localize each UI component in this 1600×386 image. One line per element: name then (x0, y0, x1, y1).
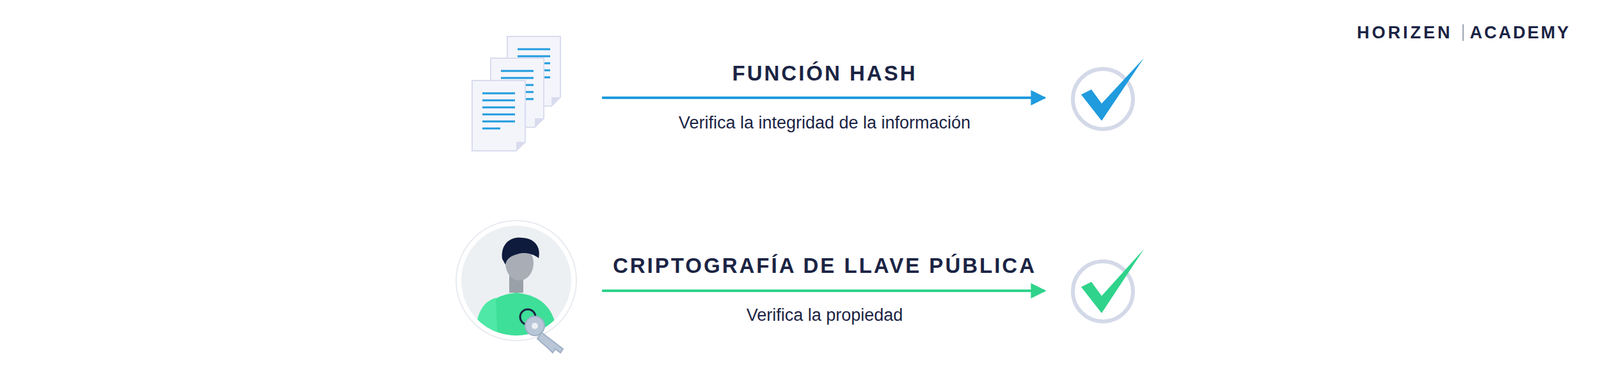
step-heading: FUNCIÓN HASH (732, 60, 918, 87)
step-description: Verifica la propiedad (746, 305, 904, 326)
step-heading: CRIPTOGRAFÍA DE LLAVE PÚBLICA (612, 253, 1037, 279)
arrow-line (601, 289, 1045, 293)
logo-mark (1463, 24, 1464, 41)
step-description: Verifica la integridad de la información (678, 112, 971, 134)
arrow-line (601, 96, 1045, 100)
logo-text: ACADEMY (1469, 22, 1571, 43)
check-icon (1072, 58, 1144, 130)
check-icon (1072, 249, 1144, 322)
documents-icon (472, 36, 561, 151)
logo-text: HORIZEN (1356, 22, 1453, 43)
person-key-icon (456, 220, 577, 354)
